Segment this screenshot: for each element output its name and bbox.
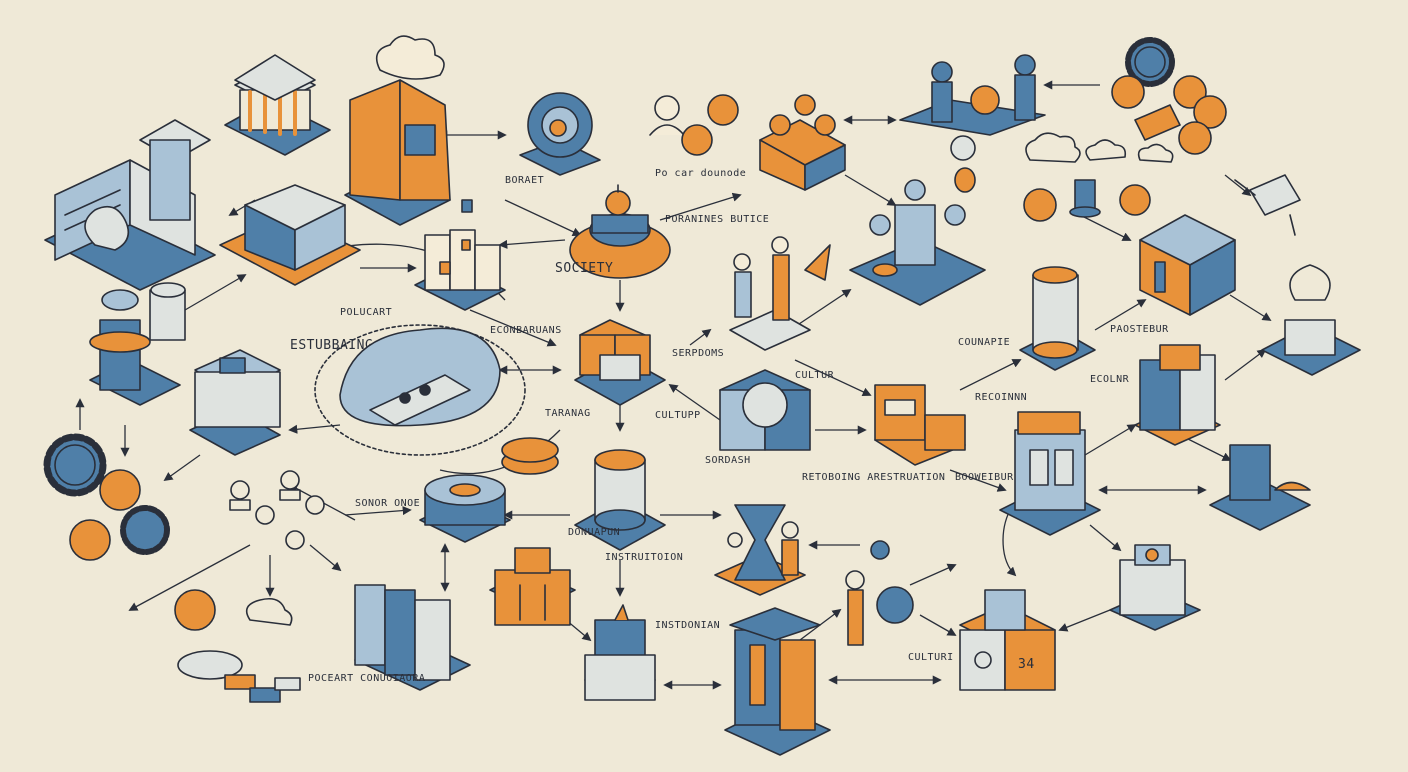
ring-resource-icon	[519, 92, 601, 176]
tool-machine-icon	[1234, 174, 1301, 236]
label-culturi: CULTURI	[908, 652, 954, 663]
robot-machine-icon	[1109, 544, 1201, 631]
label-taranag: TARANAG	[545, 408, 591, 419]
data-center-icon	[44, 119, 216, 291]
people-globe-icon	[845, 540, 914, 646]
gear-coins-icon	[1111, 37, 1227, 155]
research-coins-icon	[1023, 179, 1151, 222]
savings-coins-icon	[174, 589, 301, 703]
factory-icon	[344, 35, 451, 226]
vault-number: 34	[1018, 657, 1035, 672]
server-rack-icon	[1209, 444, 1311, 531]
people-discussion-icon	[899, 54, 1046, 136]
label-serpdoms: SERPDOMS	[672, 348, 724, 359]
label-companie: COUNAPIE	[958, 337, 1010, 348]
label-poranines-butice: PORANINES BUTICE	[665, 214, 769, 225]
cloud-icons	[1025, 132, 1174, 163]
vault-box-icon	[959, 589, 1056, 691]
label-instdonian: INSTDONIAN	[655, 620, 720, 631]
label-recoinnn: RECOINNN	[975, 392, 1027, 403]
water-pond-icon	[314, 324, 526, 456]
label-society: SOCIETY	[555, 261, 613, 276]
label-ecolnr: ECOLNR	[1090, 374, 1130, 385]
label-polucart: POLUCART	[340, 307, 392, 318]
label-sordash: SORDASH	[705, 455, 751, 466]
ballot-box-icon	[584, 604, 656, 701]
coin-disc-icon	[501, 437, 559, 475]
label-booweibur: BOOWEIBUR	[955, 472, 1014, 483]
display-case-icon	[219, 184, 361, 286]
business-cube-icon	[1139, 214, 1236, 316]
label-culture-top: CULTUR	[795, 370, 835, 381]
workers-icon	[729, 236, 831, 351]
label-paostebur: PAOSTEBUR	[1110, 324, 1169, 335]
label-sonor-onoe: SONOR ONOE	[355, 498, 420, 509]
archive-books-icon	[354, 584, 471, 691]
label-instruitoion: INSTRUITOION	[605, 552, 683, 563]
label-cultupp: CULTUPP	[655, 410, 701, 421]
label-po-car-dounode: Po car dounode	[655, 168, 746, 179]
scale-cylinders-icon	[89, 282, 186, 406]
cylinder-tower-icon	[574, 449, 666, 551]
gears-coins-icon	[43, 433, 170, 561]
service-counter-icon	[874, 384, 966, 466]
globe-cube-icon	[719, 369, 811, 451]
lightbulb-icon	[1261, 264, 1361, 376]
coin-boxes-icon	[759, 94, 846, 191]
hourglass-workers-icon	[714, 504, 806, 596]
server-box-icon	[189, 349, 281, 456]
column-tower-icon	[1019, 266, 1096, 371]
dollar-pillar-icon	[999, 411, 1101, 536]
store-boxes-icon	[414, 199, 506, 311]
society-hub-icon	[569, 184, 671, 279]
person-with-coins-icon	[649, 94, 739, 156]
label-poceart-conuoiaora: POCEART CONUOIAORA	[308, 673, 425, 684]
governance-pieces-icon	[849, 135, 986, 306]
bank-building-icon	[224, 54, 331, 156]
data-drum-icon	[419, 474, 511, 543]
stacked-boxes-icon	[574, 319, 666, 406]
warehouse-icon	[489, 547, 576, 626]
label-retoboing-arestruation: RETOBOING ARESTRUATION	[802, 472, 945, 483]
gate-building-icon	[724, 607, 831, 756]
label-boraet: BORAET	[505, 175, 544, 186]
label-econbaruans: ECONBARUANS	[490, 325, 562, 336]
network-people-icon	[229, 470, 325, 550]
label-donuapun: DONUAPUN	[568, 527, 620, 538]
office-building-icon	[1134, 344, 1221, 446]
